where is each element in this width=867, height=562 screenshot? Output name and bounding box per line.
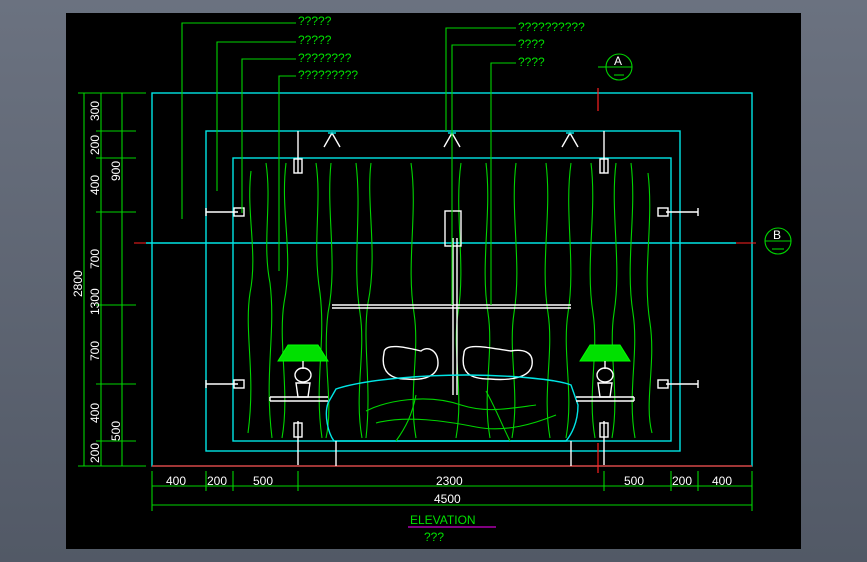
dim-bottom-total: 4500 (434, 492, 461, 506)
dim-left-7: 200 (88, 443, 102, 463)
dim-left-3: 400 (88, 175, 102, 195)
dim-bottom-4: 2300 (436, 474, 463, 488)
elevation-drawing: ????? ????? ???????? ????????? ?????????… (71, 14, 792, 544)
section-marker-a-label: A (614, 54, 622, 68)
section-marker-a: A (598, 53, 633, 81)
dim-bottom-7: 400 (712, 474, 732, 488)
wall-sconces (205, 131, 699, 465)
callout-left-2: ????? (298, 33, 332, 47)
dim-bottom-3: 500 (253, 474, 273, 488)
drawing-title: ELEVATION (410, 513, 476, 527)
left-dimension-chain (78, 92, 146, 467)
right-lamp (579, 344, 631, 398)
bed (325, 345, 579, 466)
callout-right-1: ?????????? (518, 20, 585, 34)
dim-left-4: 700 (88, 249, 102, 269)
dim-left-6: 400 (88, 403, 102, 423)
callout-left-4: ????????? (298, 68, 358, 82)
dim-mid-1: 900 (109, 161, 123, 181)
callout-left-1: ????? (298, 14, 332, 28)
leader-lines (181, 22, 516, 305)
bottom-dimension-chain (151, 471, 753, 511)
callout-right-3: ???? (518, 55, 545, 69)
dim-mid-2: 1300 (88, 288, 102, 315)
left-lamp (277, 344, 329, 398)
cad-canvas: ????? ????? ???????? ????????? ?????????… (66, 13, 801, 549)
dim-bottom-1: 400 (166, 474, 186, 488)
dim-bottom-6: 200 (672, 474, 692, 488)
callout-left-3: ???????? (298, 51, 352, 65)
dim-bottom-5: 500 (624, 474, 644, 488)
dim-left-5: 700 (88, 341, 102, 361)
section-marker-b: B (764, 227, 792, 255)
middle-wall-frame (205, 130, 681, 452)
ceiling-lights (323, 131, 579, 148)
section-marker-b-label: B (773, 228, 781, 242)
drawing-subtitle: ??? (424, 530, 444, 544)
left-dimension-labels: 300 200 400 700 700 400 200 900 1300 500… (71, 101, 123, 463)
dim-left-total: 2800 (71, 270, 85, 297)
dim-mid-3: 500 (109, 421, 123, 441)
dim-left-2: 200 (88, 135, 102, 155)
callout-right-2: ???? (518, 37, 545, 51)
dim-left-1: 300 (88, 101, 102, 121)
dim-bottom-2: 200 (207, 474, 227, 488)
